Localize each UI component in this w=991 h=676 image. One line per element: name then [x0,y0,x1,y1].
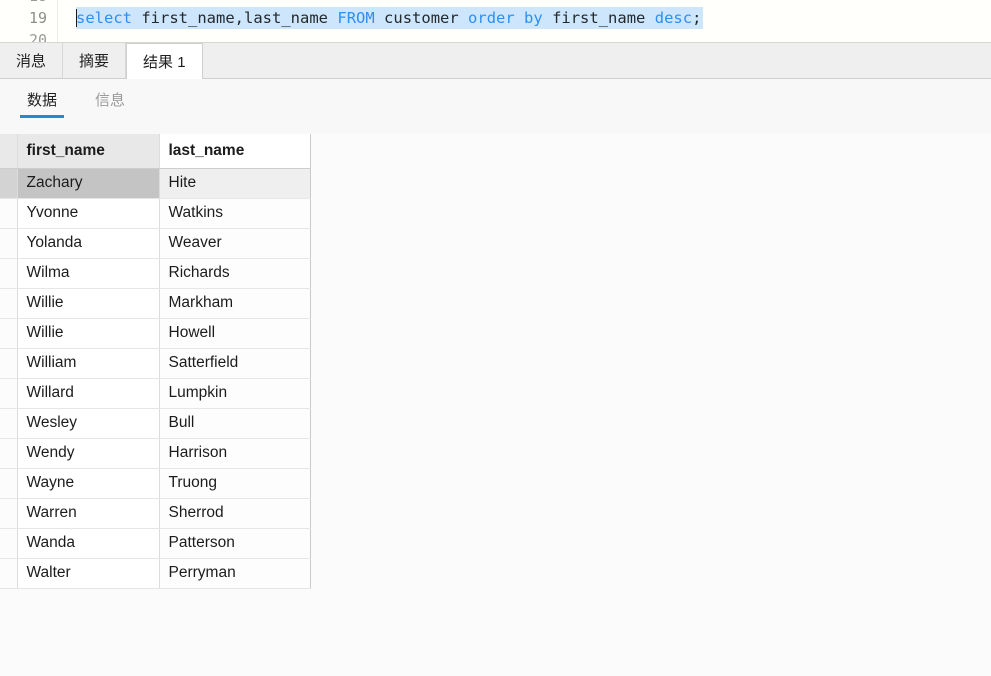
sql-token: FROM [337,9,375,27]
row-selector-cell[interactable] [0,438,18,469]
cell-first-name[interactable]: Zachary [17,168,160,199]
cell-last-name[interactable]: Watkins [159,198,311,229]
sql-token [515,9,524,27]
line-number-gutter: 18 19 20 [0,0,58,42]
subtab-label: 数据 [27,92,58,109]
row-selector-cell[interactable] [0,198,18,229]
row-selector-cell[interactable] [0,318,18,349]
row-selector-cell[interactable] [0,408,18,439]
row-selector-cell[interactable] [0,528,18,559]
cell-last-name[interactable]: Lumpkin [159,378,311,409]
row-selector-cell[interactable] [0,468,18,499]
subtab-data[interactable]: 数据 [18,79,66,122]
cell-last-name[interactable]: Hite [159,168,311,199]
result-tab-bar: 消息 摘要 结果 1 [0,43,991,79]
cell-first-name[interactable]: Warren [17,498,160,529]
row-selector-cell[interactable] [0,498,18,529]
text-caret [76,9,77,27]
sql-token [459,9,468,27]
line-number: 20 [28,31,47,43]
line-number: 19 [28,9,47,27]
tab-label: 结果 1 [143,53,186,71]
cell-first-name[interactable]: William [17,348,160,379]
cell-first-name[interactable]: Willard [17,378,160,409]
cell-last-name[interactable]: Markham [159,288,311,319]
cell-first-name[interactable]: Wayne [17,468,160,499]
cell-last-name[interactable]: Satterfield [159,348,311,379]
sql-token: last_name [244,9,329,27]
cell-last-name[interactable]: Perryman [159,558,311,589]
row-selector-cell[interactable] [0,228,18,259]
subtab-label: 信息 [95,92,126,109]
sql-token [375,9,384,27]
cell-last-name[interactable]: Weaver [159,228,311,259]
column-header-first-name[interactable]: first_name [17,134,160,169]
sql-token: desc [654,9,693,27]
sql-token: first_name [552,9,646,27]
row-selector-header[interactable] [0,134,18,169]
sql-token: by [524,9,543,27]
cell-first-name[interactable]: Willie [17,288,160,319]
sql-token [645,9,654,27]
tab-label: 消息 [16,53,47,70]
tab-result-1[interactable]: 结果 1 [126,43,203,79]
cell-last-name[interactable]: Truong [159,468,311,499]
sql-token [328,9,337,27]
column-header-last-name[interactable]: last_name [159,134,311,169]
sql-token [543,9,552,27]
cell-last-name[interactable]: Harrison [159,438,311,469]
row-selector-cell[interactable] [0,558,18,589]
tab-summary[interactable]: 摘要 [63,43,127,78]
sql-token: order [468,9,515,27]
sql-token: ; [692,9,702,27]
sql-token: customer [384,9,459,27]
cell-last-name[interactable]: Bull [159,408,311,439]
cell-last-name[interactable]: Sherrod [159,498,311,529]
cell-first-name[interactable]: Yolanda [17,228,160,259]
line-number: 18 [7,0,47,7]
row-selector-cell[interactable] [0,348,18,379]
sql-token: first_name [141,9,235,27]
row-selector-cell[interactable] [0,258,18,289]
tab-label: 摘要 [79,53,110,70]
cell-first-name[interactable]: Walter [17,558,160,589]
sql-editor[interactable]: 18 19 20 select first_name,last_name FRO… [0,0,991,43]
sql-token: , [234,9,245,27]
tab-messages[interactable]: 消息 [0,43,64,78]
row-selector-cell[interactable] [0,288,18,319]
sql-token [132,9,141,27]
cell-first-name[interactable]: Wilma [17,258,160,289]
cell-first-name[interactable]: Wendy [17,438,160,469]
cell-last-name[interactable]: Howell [159,318,311,349]
cell-first-name[interactable]: Willie [17,318,160,349]
cell-first-name[interactable]: Yvonne [17,198,160,229]
cell-first-name[interactable]: Wesley [17,408,160,439]
subtab-info[interactable]: 信息 [86,79,134,122]
sql-token: select [76,9,132,27]
cell-last-name[interactable]: Patterson [159,528,311,559]
row-selector-cell[interactable] [0,168,18,199]
result-sub-tab-bar: 数据 信息 [0,79,991,134]
row-selector-cell[interactable] [0,378,18,409]
table-header-row: first_name last_name [0,134,311,169]
cell-last-name[interactable]: Richards [159,258,311,289]
sql-statement-line[interactable]: select first_name,last_name FROM custome… [76,7,704,29]
cell-first-name[interactable]: Wanda [17,528,160,559]
